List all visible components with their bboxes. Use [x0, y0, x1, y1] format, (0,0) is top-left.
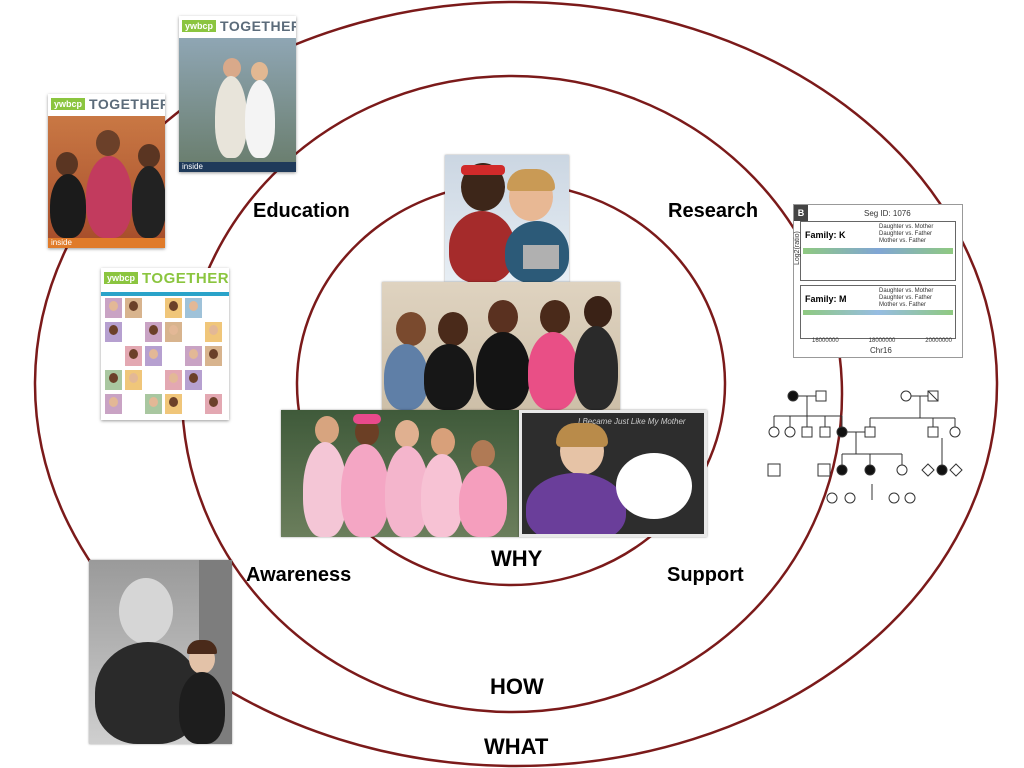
portrait-thumbnail [105, 370, 122, 390]
panel-family-label: Family: K [805, 230, 846, 240]
portrait-thumbnail [205, 346, 222, 366]
portrait-thumbnail [125, 370, 142, 390]
portrait-thumbnail [125, 298, 142, 318]
panel-legend: Daughter vs. Mother Daughter vs. Father … [879, 288, 934, 308]
magazine-title: TOGETHER [142, 269, 229, 287]
outer-ring-what [33, 0, 999, 768]
magazine-logo: ywbcp [51, 98, 86, 110]
label-education: Education [253, 200, 350, 222]
label-why: WHY [491, 546, 543, 571]
portrait-thumbnail [125, 346, 142, 366]
portrait-thumbnail [145, 346, 162, 366]
portrait-thumbnail [145, 322, 162, 342]
portrait-thumbnail [105, 298, 122, 318]
portrait-thumbnail [165, 394, 182, 414]
portrait-thumbnail [105, 394, 122, 414]
portrait-thumbnail [185, 370, 202, 390]
cover-photo [179, 38, 296, 162]
photo-sign-holder: I Became Just Like My Mother [519, 410, 707, 537]
portrait-thumbnail [165, 298, 182, 318]
magazine-logo: ywbcp [104, 272, 139, 284]
portrait-thumbnail [105, 322, 122, 342]
chart-panel-1: Family: K Daughter vs. Mother Daughter v… [800, 221, 956, 281]
portrait-thumbnail [185, 346, 202, 366]
research-chart: B Seg ID: 1076 Family: K Daughter vs. Mo… [793, 204, 963, 358]
portrait-grid [105, 298, 227, 418]
chart-panel-2: Family: M Daughter vs. Mother Daughter v… [800, 285, 956, 339]
panel-family-label: Family: M [805, 294, 847, 304]
pedigree-chart-icon [767, 390, 963, 504]
photo-five-women [382, 282, 620, 410]
label-research: Research [668, 200, 759, 222]
portrait-thumbnail [205, 322, 222, 342]
chart-xlabel: Chr16 [870, 346, 892, 355]
label-awareness: Awareness [246, 564, 352, 586]
label-how: HOW [490, 674, 544, 699]
panel-legend: Daughter vs. Mother Daughter vs. Father … [879, 224, 934, 244]
chart-ylabel: Log2(ratio) [794, 231, 801, 265]
portrait-thumbnail [205, 394, 222, 414]
label-what: WHAT [484, 734, 549, 759]
chart-title: Seg ID: 1076 [864, 209, 911, 218]
cover-photo [48, 116, 165, 238]
cover-footer: inside [179, 162, 296, 172]
portrait-thumbnail [165, 370, 182, 390]
portrait-thumbnail [185, 298, 202, 318]
sign-caption: I Became Just Like My Mother [578, 417, 686, 426]
thought-bubble-sign [616, 453, 692, 519]
magazine-logo: ywbcp [182, 20, 217, 32]
photo-pink-shirts-group [281, 410, 519, 537]
data-band [803, 310, 953, 315]
portrait-thumbnail [165, 322, 182, 342]
data-band [803, 248, 953, 254]
portrait-thumbnail [145, 394, 162, 414]
label-support: Support [667, 564, 744, 586]
photo-two-women [445, 155, 569, 282]
cover-footer: inside [48, 238, 165, 248]
magazine-title: TOGETHER [220, 18, 296, 34]
magazine-title: TOGETHER [89, 96, 165, 112]
chart-corner-label: B [794, 205, 808, 221]
photo-portrait-awareness [89, 560, 232, 744]
